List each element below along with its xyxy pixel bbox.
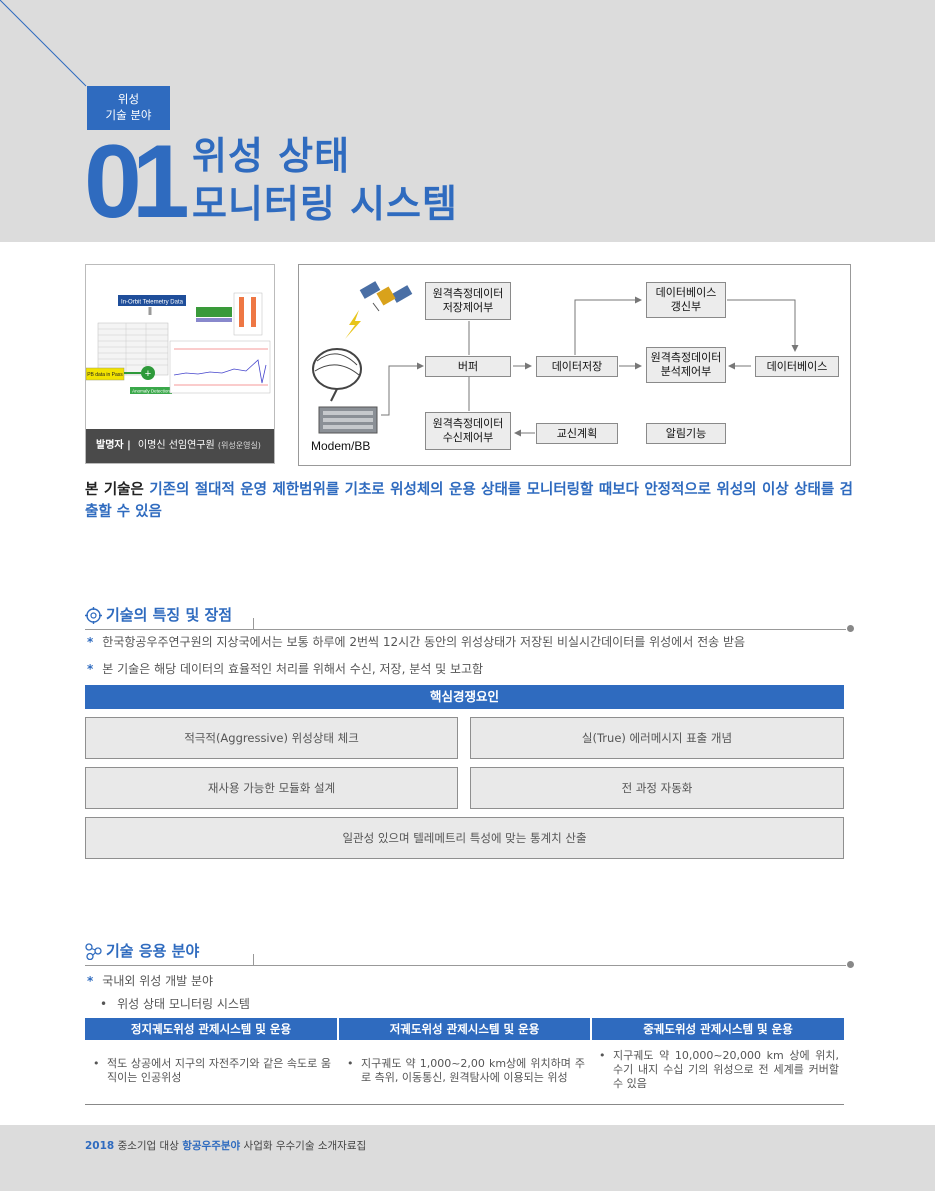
page-title-line-1: 위성 상태: [192, 134, 351, 178]
table-cell-geo: •적도 상공에서 지구의 자전주기와 같은 속도로 움직이는 인공위성: [93, 1057, 331, 1084]
factor-modular-design: 재사용 가능한 모듈화 설계: [85, 767, 458, 809]
inventor-label: 발명자 |: [96, 440, 131, 451]
applications-title: 기술 응용 분야: [106, 942, 200, 960]
heading-dot: [847, 625, 854, 632]
application-sub-bullet: •위성 상태 모니터링 시스템: [100, 997, 250, 1011]
inventor-caption: 발명자 | 이명신 선임연구원 (위성운영실): [86, 429, 274, 463]
data-storage-box: 데이터저장: [536, 356, 618, 377]
thumb-pb-label: PB data in Pass: [87, 372, 123, 378]
summary-body: 기존의 절대적 운영 제한범위를 기초로 위성체의 운용 상태를 모니터링할 때…: [85, 481, 853, 520]
feature-bullet-2: *본 기술은 해당 데이터의 효율적인 처리를 위해서 수신, 저장, 분석 및…: [87, 662, 484, 676]
table-cell-leo: •지구궤도 약 1,000~2,00 km상에 위치하며 주로 측위, 이동통신…: [347, 1057, 585, 1084]
factor-true-error-message: 실(True) 에러메시지 표출 개념: [470, 717, 844, 759]
table-header-leo: 저궤도위성 관제시스템 및 운용: [339, 1018, 590, 1040]
factor-aggressive-check: 적극적(Aggressive) 위성상태 체크: [85, 717, 458, 759]
telemetry-screenshot: In-Orbit Telemetry Data PB data in Pass …: [86, 265, 274, 429]
communication-schedule-box: 교신계획: [536, 423, 618, 444]
inventor-name: 이명신 선임연구원: [137, 440, 215, 451]
footer-text: 2018 중소기업 대상 항공우주분야 사업화 우수기술 소개자료집: [85, 1140, 367, 1152]
inventor-dept: (위성운영실): [217, 441, 261, 450]
section-number: 01: [84, 124, 190, 240]
table-header-geo: 정지궤도위성 관제시스템 및 운용: [85, 1018, 337, 1040]
modem-label: Modem/BB: [311, 439, 371, 453]
footer: 2018 중소기업 대상 항공우주분야 사업화 우수기술 소개자료집: [0, 1125, 935, 1191]
features-title: 기술의 특징 및 장점: [106, 606, 233, 624]
category-badge: 위성 기술 분야: [87, 86, 170, 130]
application-bullet: *국내외 위성 개발 분야: [87, 974, 214, 988]
factor-statistics: 일관성 있으며 텔레메트리 특성에 맞는 통계치 산출: [85, 817, 844, 859]
factor-full-automation: 전 과정 자동화: [470, 767, 844, 809]
feature-bullet-1: *한국항공우주연구원의 지상국에서는 보통 하루에 2번씩 12시간 동안의 위…: [87, 635, 746, 649]
diagram-connectors: [312, 281, 799, 437]
thumb-anomaly-label: Anomaly Detection: [132, 389, 170, 394]
buffer-box: 버퍼: [425, 356, 511, 377]
database-box: 데이터베이스: [755, 356, 839, 377]
satellite-icon: [359, 281, 413, 312]
alarm-function-box: 알림기능: [646, 423, 726, 444]
table-cell-meo: •지구궤도 약 10,000~20,000 km 상에 위치, 수기 내지 수십…: [599, 1049, 839, 1090]
core-factors-header: 핵심경쟁요인: [85, 685, 844, 709]
svg-text:+: +: [145, 368, 151, 380]
category-line-2: 기술 분야: [105, 108, 152, 122]
applications-section-heading: 기술 응용 분야: [85, 940, 854, 968]
gear-icon: [85, 607, 102, 624]
network-nodes-icon: [85, 943, 102, 960]
lightning-icon: [345, 310, 361, 339]
antenna-dish-icon: [312, 348, 362, 402]
heading-dot: [847, 961, 854, 968]
page-title-line-2: 모니터링 시스템: [192, 182, 458, 226]
technology-summary: 본 기술은 기존의 절대적 운영 제한범위를 기초로 위성체의 운용 상태를 모…: [85, 479, 853, 523]
decorative-diagonal-line: [0, 0, 87, 87]
features-section-heading: 기술의 특징 및 장점: [85, 604, 854, 632]
inventor-panel: In-Orbit Telemetry Data PB data in Pass …: [85, 264, 275, 464]
summary-lead: 본 기술은: [85, 481, 144, 498]
modem-icon: [318, 406, 378, 434]
category-line-1: 위성: [117, 92, 140, 106]
table-header-meo: 중궤도위성 관제시스템 및 운용: [592, 1018, 844, 1040]
thumb-title: In-Orbit Telemetry Data: [121, 300, 184, 306]
